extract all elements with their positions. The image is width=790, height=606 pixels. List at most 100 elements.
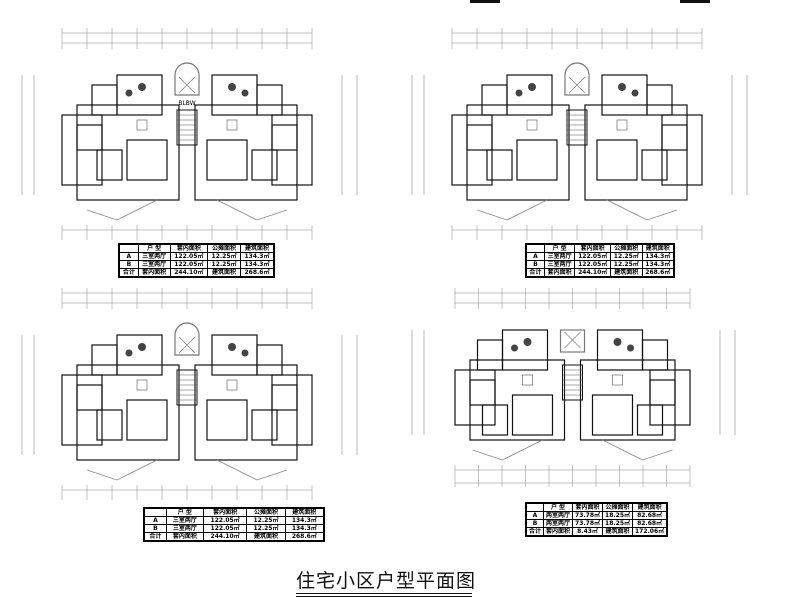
stair-core [562,364,583,401]
drawing-title: 住宅小区户型平面图 [296,570,477,592]
elevator-cross [178,76,196,94]
table-cell: 公摊面积 [610,243,643,253]
dining-table [136,379,148,391]
balcony-room [211,334,258,376]
table-cell: 244.10㎡ [574,268,612,278]
elevator-bay [564,62,590,96]
table-cell: 134.3㎡ [284,516,325,525]
table-cell: 268.6㎡ [284,532,325,542]
plant-decor [241,89,249,97]
kitchen [476,339,504,371]
bedroom-small [251,409,278,441]
bedroom-small [636,404,664,436]
floor-plan-2 [400,25,760,240]
living-room [76,364,180,461]
balcony-room [596,329,644,371]
kitchen [646,84,673,116]
bathroom [271,384,298,411]
elevator-cross [564,331,581,349]
dining-room [126,399,168,441]
living-room [466,104,570,201]
table-row: 户 型套内面积公摊面积建筑面积 [525,502,668,512]
balcony-outline [476,199,548,221]
table-cell: 建筑面积 [284,507,325,517]
table-cell: 套内面积 [543,527,574,537]
bedroom-small [486,149,513,181]
elevator-bay [174,62,200,96]
table-cell: 套内面积 [572,502,604,512]
stair-core [176,109,198,146]
bathroom [466,124,493,151]
table-cell: 12.25㎡ [207,260,241,269]
table-cell: 户 型 [543,502,574,512]
table-cell: 合计 [525,527,545,537]
table-cell: 134.3㎡ [641,252,675,261]
table-cell: 合计 [143,532,167,542]
table-cell: A [525,511,545,520]
dining-room [591,394,634,436]
bedroom [649,369,691,426]
table-cell: B [143,524,167,533]
table-cell: 73.78㎡ [572,519,604,528]
kitchen [91,84,118,116]
dining-table [522,374,533,386]
dining-room [596,139,638,181]
living-room [584,104,688,201]
floor-plan-drawing [411,288,736,487]
table-cell: 套内面积 [543,268,576,278]
table-cell: 122.05㎡ [202,516,248,525]
table-cell: B [525,260,545,269]
balcony-outline [606,199,678,221]
table-cell: 套内面积 [574,243,612,253]
elevator-bay [174,322,200,356]
kitchen [91,344,118,376]
bathroom [271,124,298,151]
plant-decor [515,89,523,97]
table-row: 户 型套内面积公摊面积建筑面积 [525,243,675,253]
plant-decor [613,338,622,346]
table-cell: 合计 [525,268,545,278]
top-border-mark [470,0,500,3]
dining-table [526,119,538,131]
plant-decor [228,83,236,91]
table-cell: A [525,252,545,261]
table-cell: 建筑面积 [641,243,675,253]
living-room [469,359,566,441]
plant-decor [511,344,518,352]
living-room [194,364,298,461]
table-cell [525,502,545,512]
table-cell: 建筑面积 [246,532,286,542]
table-row: 户 型套内面积公摊面积建筑面积 [118,243,275,253]
floor-plan-drawing [411,28,748,240]
plant-decor [528,83,536,91]
dining-table [612,374,623,386]
bedroom-small [641,149,668,181]
balcony-outline [86,459,158,481]
dining-room [516,139,558,181]
table-cell: 12.25㎡ [610,260,643,269]
table-cell: 134.3㎡ [641,260,675,269]
living-room [579,359,676,441]
table-cell: 三室两厅 [165,524,204,533]
table-cell: A [143,516,167,525]
balcony-room [116,334,163,376]
kitchen [481,84,508,116]
balcony-outline [216,459,288,481]
table-cell: 建筑面积 [240,243,275,253]
balcony-outline [472,439,543,461]
table-cell: 12.25㎡ [246,516,286,525]
elevator-bay [559,329,586,353]
balcony-room [116,74,163,116]
plant-decor [618,83,626,91]
table-cell: 建筑面积 [610,268,643,278]
table-cell: 套内面积 [165,532,204,542]
table-cell: 合计 [118,268,139,278]
elevator-cross [568,76,586,94]
